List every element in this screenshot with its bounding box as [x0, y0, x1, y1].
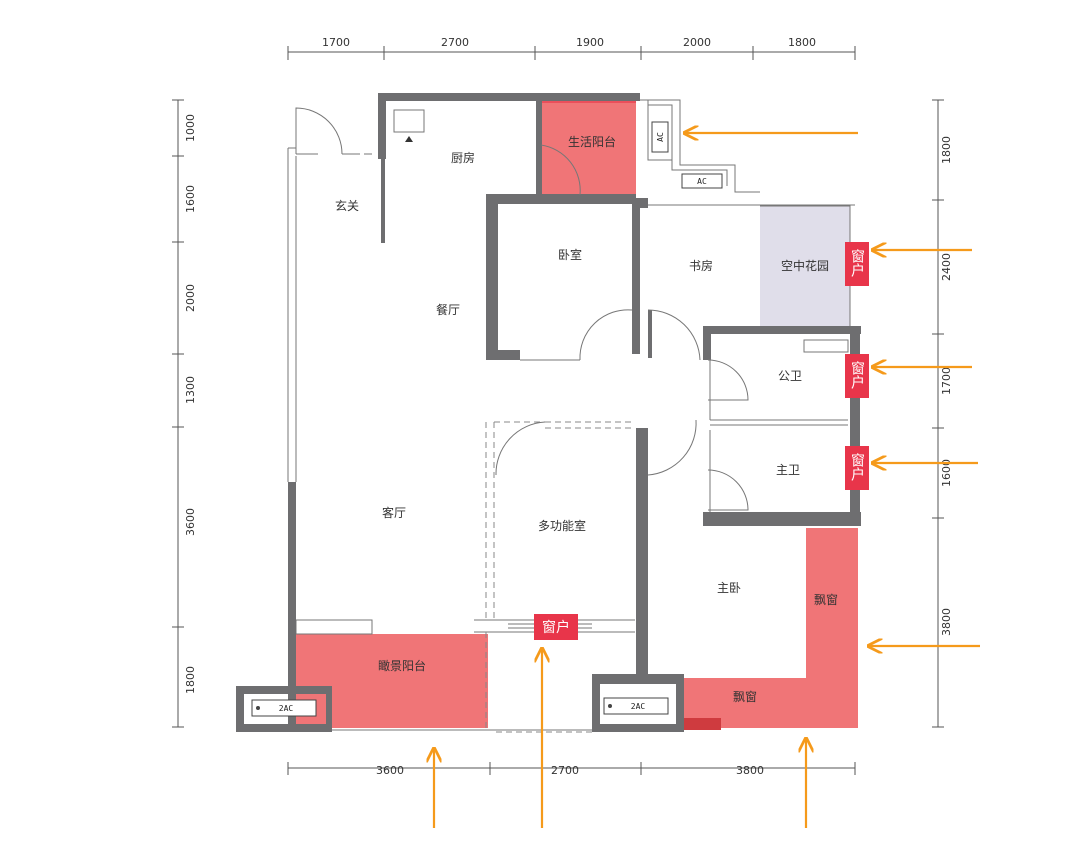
room-master-bedroom: 主卧: [717, 581, 741, 595]
room-bay-window-bottom: 飘窗: [733, 690, 757, 704]
window-tag-garden-text: 窗户: [849, 248, 865, 278]
ac-kitchen-bottom: AC: [681, 173, 723, 189]
dashed-partition: [485, 421, 635, 733]
bay-window-fill: [683, 528, 858, 728]
room-view-balcony: 瞰景阳台: [378, 658, 426, 673]
dim-right-3: 1700: [940, 367, 953, 395]
window-tag-multi-room-text: 窗户: [542, 619, 570, 636]
dim-left-2: 1600: [184, 185, 197, 213]
window-tag-master-bath: 窗户: [845, 446, 869, 490]
orange-arrows: [434, 133, 980, 828]
room-master-bath: 主卫: [776, 463, 800, 477]
dim-top-4: 2000: [683, 36, 711, 49]
room-bedroom: 卧室: [558, 247, 582, 262]
dim-left-1: 1000: [184, 114, 197, 142]
dim-right-4: 1600: [940, 459, 953, 487]
kitchen-marker-icon: [405, 136, 413, 142]
room-bay-window-right: 飘窗: [814, 593, 838, 607]
dim-right-2: 2400: [940, 253, 953, 281]
dim-right-1: 1800: [940, 136, 953, 164]
window-tag-public-bath: 窗户: [845, 354, 869, 398]
thin-walls: [287, 99, 855, 731]
ac-balcony-right: 2AC: [603, 697, 669, 715]
room-dining: 餐厅: [436, 302, 460, 317]
top-dimension-labels: 1700 2700 1900 2000 1800: [322, 36, 816, 49]
ac-kitchen-bottom-label: AC: [697, 177, 707, 186]
window-tag-public-bath-text: 窗户: [849, 360, 865, 390]
room-multi-function: 多功能室: [538, 518, 586, 533]
room-entry: 玄关: [335, 198, 359, 213]
utility-balcony-fill: [541, 97, 636, 199]
room-living: 客厅: [382, 505, 406, 520]
dim-bottom-1: 3600: [376, 764, 404, 777]
dim-left-4: 1300: [184, 376, 197, 404]
ac-kitchen-top-label: AC: [656, 132, 665, 142]
ac-balcony-right-label: 2AC: [631, 702, 646, 711]
room-public-bath: 公卫: [778, 369, 802, 383]
view-balcony-fill: [296, 634, 488, 728]
dim-left-6: 1800: [184, 666, 197, 694]
room-kitchen: 厨房: [451, 150, 475, 165]
ac-kitchen-top: AC: [651, 121, 669, 153]
window-tag-multi-room: 窗户: [534, 614, 578, 640]
doors: [295, 107, 749, 511]
ac-balcony-left: 2AC: [251, 699, 317, 717]
dim-top-2: 2700: [441, 36, 469, 49]
room-study: 书房: [689, 258, 713, 273]
window-tag-garden: 窗户: [845, 242, 869, 286]
dim-left-3: 2000: [184, 284, 197, 312]
thick-walls: [236, 93, 861, 732]
right-dimension-labels: 1800 2400 1700 1600 3800: [940, 136, 953, 636]
dim-bottom-3: 3800: [736, 764, 764, 777]
dim-top-5: 1800: [788, 36, 816, 49]
dimension-lines: [172, 46, 944, 775]
dim-bottom-2: 2700: [551, 764, 579, 777]
room-labels: 玄关 厨房 生活阳台 卧室 书房 空中花园 餐厅 公卫 主卫 客厅 多功能室 主…: [335, 134, 838, 704]
dim-top-1: 1700: [322, 36, 350, 49]
sky-garden-fill: [760, 206, 850, 328]
bottom-dimension-labels: 3600 2700 3800: [376, 764, 764, 777]
room-utility-balcony: 生活阳台: [568, 134, 616, 149]
room-sky-garden: 空中花园: [781, 258, 829, 273]
dim-right-5: 3800: [940, 608, 953, 636]
bay-window-bottom-strip: [683, 718, 721, 730]
window-tag-master-bath-text: 窗户: [849, 452, 865, 482]
dim-top-3: 1900: [576, 36, 604, 49]
left-dimension-labels: 1000 1600 2000 1300 3600 1800: [184, 114, 197, 694]
ac-balcony-left-label: 2AC: [279, 704, 294, 713]
dim-left-5: 3600: [184, 508, 197, 536]
